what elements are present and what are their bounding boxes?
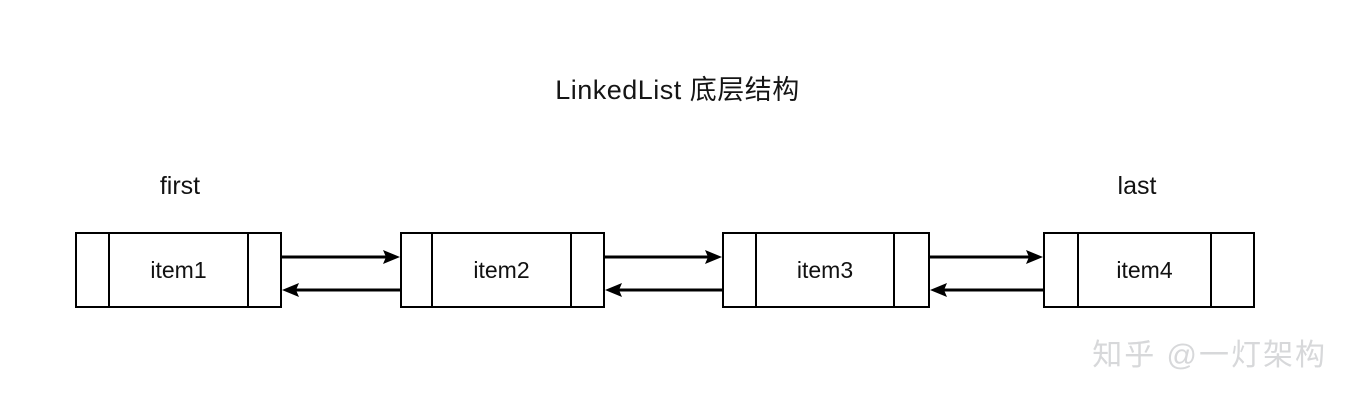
backward-arrow-node3-node2 xyxy=(605,283,722,297)
backward-arrow-node4-node3 xyxy=(930,283,1043,297)
pointer-label-first: first xyxy=(159,172,201,200)
list-node-4[interactable]: item4 xyxy=(1043,232,1255,308)
link-node3-node4 xyxy=(930,250,1043,297)
forward-arrow-node1-node2 xyxy=(282,250,400,264)
page-title: LinkedList 底层结构 xyxy=(555,75,800,105)
link-node2-node3 xyxy=(605,250,722,297)
list-node-2[interactable]: item2 xyxy=(400,232,605,308)
backward-arrow-node2-node1 xyxy=(282,283,400,297)
node-1-value: item1 xyxy=(110,234,247,306)
node-4-prev-pointer-cell xyxy=(1045,234,1079,306)
node-1-next-pointer-cell xyxy=(247,234,280,306)
node-2-prev-pointer-cell xyxy=(402,234,433,306)
forward-arrow-node2-node3 xyxy=(605,250,722,264)
forward-arrow-node3-node4 xyxy=(930,250,1043,264)
node-4-next-pointer-cell xyxy=(1210,234,1253,306)
node-4-value: item4 xyxy=(1079,234,1210,306)
node-3-prev-pointer-cell xyxy=(724,234,757,306)
list-node-3[interactable]: item3 xyxy=(722,232,930,308)
watermark: 知乎 @一灯架构 xyxy=(1092,339,1327,372)
node-3-value: item3 xyxy=(757,234,893,306)
node-1-prev-pointer-cell xyxy=(77,234,110,306)
link-node1-node2 xyxy=(282,250,400,297)
node-2-next-pointer-cell xyxy=(570,234,603,306)
list-node-1[interactable]: item1 xyxy=(75,232,282,308)
node-2-value: item2 xyxy=(433,234,570,306)
pointer-label-last: last xyxy=(1117,172,1157,200)
node-3-next-pointer-cell xyxy=(893,234,928,306)
